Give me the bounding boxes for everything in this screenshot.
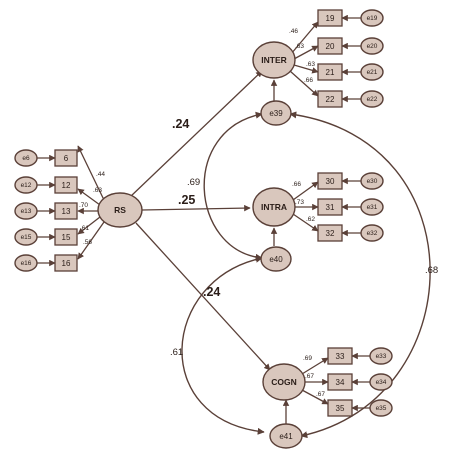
loading-21: .63	[306, 61, 315, 68]
item-21-label: 21	[326, 68, 335, 77]
inter-to-item-21-arrow	[293, 64, 319, 74]
loading-22: .66	[304, 77, 313, 84]
residual-e39: e39	[260, 100, 292, 126]
rs-indicator-12: 12 e12 .63	[14, 176, 102, 194]
rs-to-item-16-arrow	[77, 221, 105, 260]
path-rs-intra-arrow	[141, 204, 251, 212]
item-13-label: 13	[62, 207, 71, 216]
item-30-label: 30	[326, 177, 335, 186]
loading-12: .63	[93, 187, 102, 194]
error-e21-label: e21	[367, 69, 378, 76]
intra-indicator-31: 31 e31 .73	[295, 198, 384, 216]
cogn-indicator-35: 35 e35 .67	[316, 391, 393, 417]
item-34-label: 34	[336, 378, 345, 387]
loading-33: .69	[303, 355, 312, 362]
rs-indicator-15: 15 e15 .61	[14, 225, 89, 246]
cogn-to-item-35-arrow	[301, 389, 329, 405]
cov-e40-e41-curve	[181, 255, 265, 435]
item-20-label: 20	[326, 42, 335, 51]
item-6-label: 6	[64, 154, 69, 163]
inter-indicator-20: 20 e20 .63	[295, 37, 384, 55]
cov-e39-e40-curve	[203, 111, 263, 261]
error-e12-label: e12	[21, 182, 32, 189]
inter-indicator-21: 21 e21 .63	[306, 61, 384, 81]
latent-cogn: COGN	[262, 363, 306, 401]
latent-intra-label: INTRA	[261, 202, 287, 212]
item-15-label: 15	[62, 233, 71, 242]
loading-13: .70	[79, 202, 88, 209]
intra-indicator-32: 32 e32 .62	[306, 216, 384, 242]
item-12-label: 12	[62, 181, 71, 190]
intra-to-item-30-arrow	[292, 181, 319, 201]
error-e16-label: e16	[21, 260, 32, 267]
path-rs-inter-arrow	[129, 70, 263, 198]
residual-e41: e41	[269, 423, 303, 449]
rs-indicator-6: 6 e6 .44	[14, 149, 105, 178]
residual-e40: e40	[260, 246, 292, 272]
error-e34-label: e34	[376, 379, 387, 386]
residual-e41-label: e41	[279, 432, 293, 441]
loading-34: .67	[305, 373, 314, 380]
intra-to-item-32-arrow	[292, 213, 319, 232]
loading-30: .66	[292, 181, 301, 188]
item-31-label: 31	[326, 203, 335, 212]
intra-indicator-30: 30 e30 .66	[292, 172, 384, 190]
cov-e39-e41-value: .68	[425, 265, 438, 276]
item-33-label: 33	[336, 352, 345, 361]
inter-to-item-19-arrow	[290, 21, 319, 55]
loading-19: .46	[289, 28, 298, 35]
rs-indicator-13: 13 e13 .70	[14, 202, 88, 220]
loading-6: .44	[96, 171, 105, 178]
error-e33-label: e33	[376, 353, 387, 360]
cov-e39-e41-curve	[289, 111, 431, 439]
item-32-label: 32	[326, 229, 335, 238]
rs-to-item-6-arrow	[77, 145, 105, 201]
cogn-indicator-34: 34 e34 .67	[305, 373, 393, 391]
rs-to-item-12-arrow	[77, 188, 101, 206]
item-19-label: 19	[326, 14, 335, 23]
loading-35: .67	[316, 391, 325, 398]
path-rs-inter-coef: .24	[172, 117, 189, 131]
inter-to-item-20-arrow	[293, 45, 319, 60]
inter-indicator-19: 19 e19 .46	[289, 9, 384, 35]
residual-e39-label: e39	[269, 109, 283, 118]
cov-e39-e40-value: .69	[187, 177, 200, 188]
loading-31: .73	[295, 199, 304, 206]
error-e15-label: e15	[21, 234, 32, 241]
error-e20-label: e20	[367, 43, 378, 50]
item-35-label: 35	[336, 404, 345, 413]
residual-e40-label: e40	[269, 255, 283, 264]
loading-20: .63	[295, 43, 304, 50]
cogn-to-item-33-arrow	[301, 357, 329, 375]
rs-to-item-15-arrow	[77, 216, 101, 235]
error-e22-label: e22	[367, 96, 378, 103]
error-e6-label: e6	[22, 155, 30, 162]
error-e30-label: e30	[367, 178, 378, 185]
inter-to-item-22-arrow	[289, 70, 319, 97]
path-rs-cogn-coef: .24	[203, 285, 220, 299]
error-e13-label: e13	[21, 208, 32, 215]
rs-indicator-16: 16 e16 .56	[14, 239, 92, 272]
error-e35-label: e35	[376, 405, 387, 412]
latent-cogn-label: COGN	[271, 377, 297, 387]
latent-inter-label: INTER	[261, 55, 287, 65]
latent-intra: INTRA	[252, 187, 296, 227]
loading-15: .61	[80, 225, 89, 232]
path-rs-intra-coef: .25	[178, 193, 195, 207]
latent-rs: RS	[97, 192, 143, 228]
loading-16: .56	[83, 239, 92, 246]
item-22-label: 22	[326, 95, 335, 104]
error-e31-label: e31	[367, 204, 378, 211]
cogn-indicator-33: 33 e33 .69	[303, 347, 393, 365]
item-16-label: 16	[62, 259, 71, 268]
latent-rs-label: RS	[114, 205, 126, 215]
latent-inter: INTER	[252, 41, 296, 79]
error-e19-label: e19	[367, 15, 378, 22]
path-rs-cogn-arrow	[135, 222, 271, 371]
error-e32-label: e32	[367, 230, 378, 237]
inter-indicator-22: 22 e22 .66	[304, 77, 384, 108]
loading-32: .62	[306, 216, 315, 223]
cov-e40-e41-value: .61	[170, 347, 183, 358]
